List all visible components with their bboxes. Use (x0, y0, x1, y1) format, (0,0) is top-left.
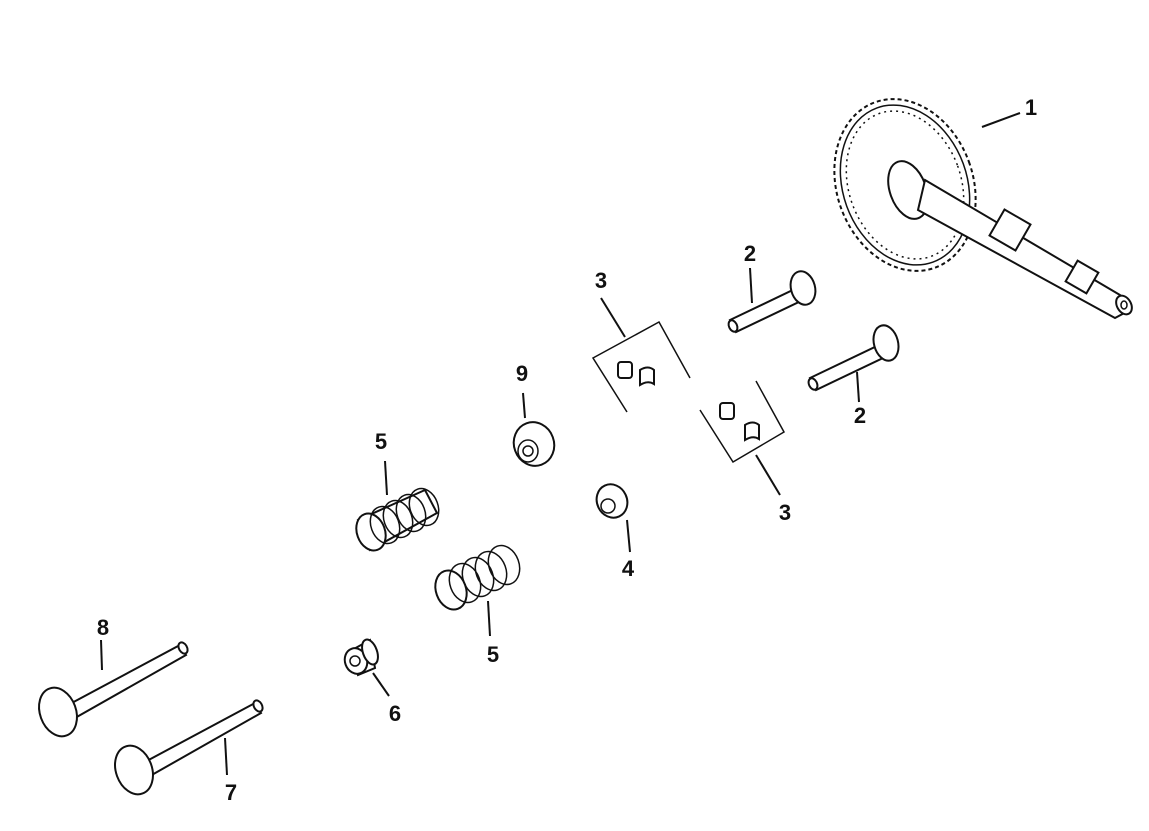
spring-part-lower (434, 544, 521, 637)
callout-5-upper: 5 (374, 429, 388, 454)
callout-1: 1 (1024, 95, 1038, 120)
callout-3-lower: 3 (778, 500, 792, 525)
keeper-kit-part-upper (591, 297, 691, 413)
callout-4: 4 (621, 556, 635, 581)
spring-part-upper (355, 460, 440, 552)
intake-valve-part (38, 639, 189, 738)
cap-part (512, 392, 556, 467)
camshaft-gear-part (833, 98, 1133, 320)
callout-2-lower: 2 (853, 403, 867, 428)
exhaust-valve-part (114, 699, 264, 796)
callout-7: 7 (224, 780, 238, 805)
tappet-part-lower (807, 324, 900, 403)
callout-6: 6 (388, 701, 402, 726)
callout-5-lower: 5 (486, 642, 500, 667)
tappet-part-upper (727, 267, 817, 334)
keeper-kit-part-lower (699, 380, 786, 496)
retainer-part (595, 483, 631, 553)
callout-2-upper: 2 (743, 241, 757, 266)
seal-part (343, 638, 390, 697)
callout-3-upper: 3 (594, 268, 608, 293)
callout-8: 8 (96, 615, 110, 640)
callout-9: 9 (515, 361, 529, 386)
